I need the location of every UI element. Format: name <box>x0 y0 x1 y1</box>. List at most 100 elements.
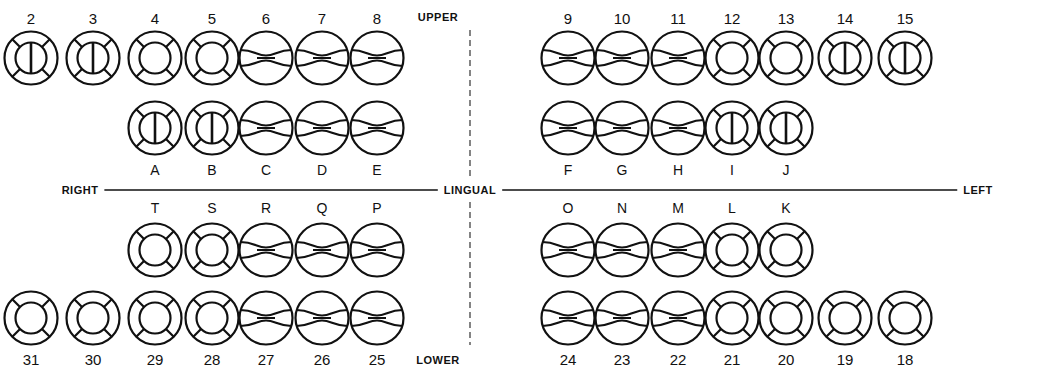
occlusal-surface <box>717 303 748 334</box>
surface-divider <box>826 69 834 77</box>
tooth-circle <box>760 224 813 277</box>
tooth-outline <box>706 102 759 155</box>
incisal-curve <box>543 253 594 259</box>
surface-divider <box>743 261 751 269</box>
tooth-circle <box>819 32 872 85</box>
surface-divider <box>12 39 20 47</box>
surface-divider <box>767 231 775 239</box>
surface-divider <box>797 299 805 307</box>
surface-divider <box>856 39 864 47</box>
incisal-curve <box>352 131 403 137</box>
tooth-letter: S <box>205 200 218 216</box>
incisal-edge <box>313 317 331 319</box>
tooth-outline <box>542 102 595 155</box>
tooth-letter: Q <box>315 200 330 216</box>
incisal-edge <box>257 317 275 319</box>
tooth-outline <box>67 32 120 85</box>
tooth-outline <box>652 32 705 85</box>
tooth-number: 31 <box>21 351 42 368</box>
tooth-letter: D <box>315 162 329 178</box>
surface-divider <box>12 299 20 307</box>
incisal-curve <box>653 61 704 67</box>
tooth-letter: P <box>370 200 383 216</box>
tooth-circle <box>351 292 404 345</box>
tooth-outline <box>5 32 58 85</box>
surface-divider <box>713 109 721 117</box>
surface-divider <box>166 109 174 117</box>
tooth-circle <box>706 32 759 85</box>
tooth-circle <box>186 224 239 277</box>
tooth-outline <box>542 32 595 85</box>
tooth-number: 14 <box>835 10 856 27</box>
incisal-edge <box>313 249 331 251</box>
fissure-line <box>844 43 847 74</box>
tooth-number: 24 <box>558 351 579 368</box>
occlusal-surface <box>78 303 109 334</box>
occlusal-surface <box>717 113 748 144</box>
incisal-edge <box>368 249 386 251</box>
tooth-circle <box>596 32 649 85</box>
incisal-curve <box>597 61 648 67</box>
surface-divider <box>743 69 751 77</box>
tooth-circle <box>542 224 595 277</box>
surface-divider <box>743 39 751 47</box>
tooth-circle <box>186 102 239 155</box>
tooth-outline <box>652 102 705 155</box>
incisal-edge <box>257 249 275 251</box>
surface-divider <box>223 39 231 47</box>
tooth-number: 2 <box>25 10 37 27</box>
occlusal-surface <box>197 43 228 74</box>
fissure-line <box>30 43 33 74</box>
incisal-curve <box>297 120 348 126</box>
tooth-circle <box>240 292 293 345</box>
surface-divider <box>104 69 112 77</box>
incisal-edge <box>257 127 275 129</box>
arch-label: UPPER <box>416 11 460 24</box>
incisal-curve <box>597 242 648 248</box>
tooth-outline <box>240 102 293 155</box>
tooth-number: 8 <box>371 10 383 27</box>
tooth-outline <box>5 292 58 345</box>
tooth-letter: L <box>726 200 738 216</box>
surface-divider <box>136 231 144 239</box>
surface-divider <box>797 69 805 77</box>
tooth-number: 23 <box>612 351 633 368</box>
tooth-circle <box>351 32 404 85</box>
incisal-curve <box>352 321 403 327</box>
incisal-edge <box>313 57 331 59</box>
occlusal-surface <box>717 43 748 74</box>
tooth-outline <box>129 102 182 155</box>
tooth-outline <box>706 224 759 277</box>
tooth-outline <box>186 102 239 155</box>
surface-divider <box>42 39 50 47</box>
incisal-curve <box>352 310 403 316</box>
tooth-circle <box>760 102 813 155</box>
incisal-curve <box>352 120 403 126</box>
incisal-curve <box>653 242 704 248</box>
occlusal-surface <box>16 303 47 334</box>
tooth-letter: C <box>259 162 273 178</box>
incisal-curve <box>543 310 594 316</box>
incisal-curve <box>653 321 704 327</box>
incisal-curve <box>597 50 648 56</box>
surface-label: LINGUAL <box>442 184 498 197</box>
tooth-number: 26 <box>312 351 333 368</box>
surface-divider <box>743 231 751 239</box>
tooth-outline <box>351 32 404 85</box>
surface-divider <box>797 261 805 269</box>
incisal-edge <box>313 127 331 129</box>
incisal-curve <box>297 253 348 259</box>
surface-divider <box>743 299 751 307</box>
surface-divider <box>193 261 201 269</box>
surface-divider <box>797 231 805 239</box>
incisal-curve <box>653 120 704 126</box>
surface-divider <box>193 231 201 239</box>
occlusal-surface <box>717 235 748 266</box>
incisal-edge <box>613 249 631 251</box>
incisal-curve <box>597 321 648 327</box>
tooth-outline <box>129 292 182 345</box>
tooth-circle <box>542 32 595 85</box>
tooth-circle <box>542 102 595 155</box>
surface-divider <box>767 139 775 147</box>
